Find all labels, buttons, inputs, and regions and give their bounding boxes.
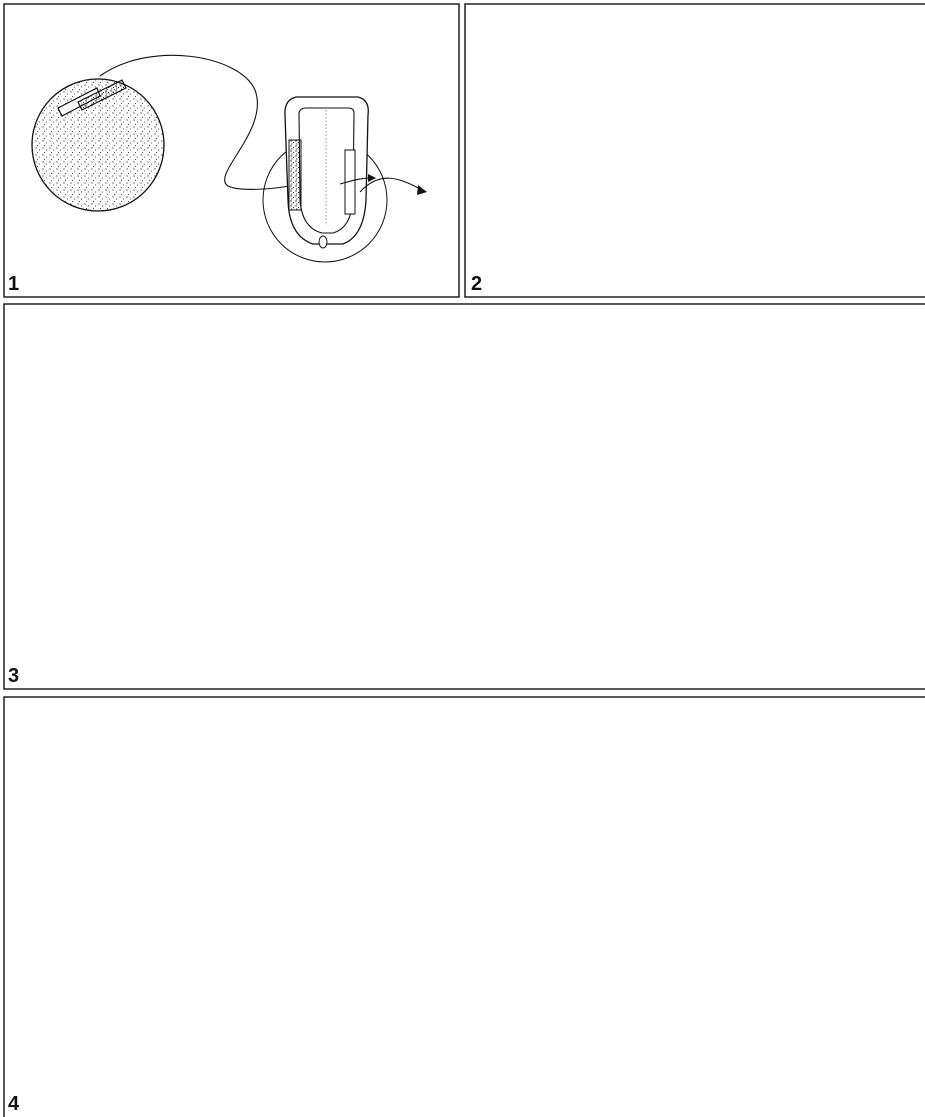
panel-4-frame bbox=[4, 697, 925, 1117]
panel-3-frame bbox=[4, 304, 925, 689]
panel-2-label: 2 bbox=[471, 274, 482, 294]
panel-4-label: 4 bbox=[8, 1094, 19, 1114]
panel-1-drawing bbox=[32, 55, 427, 262]
panel-2-frame bbox=[465, 4, 925, 297]
panel-1-label: 1 bbox=[8, 274, 19, 294]
panel-3-label: 3 bbox=[8, 666, 19, 686]
